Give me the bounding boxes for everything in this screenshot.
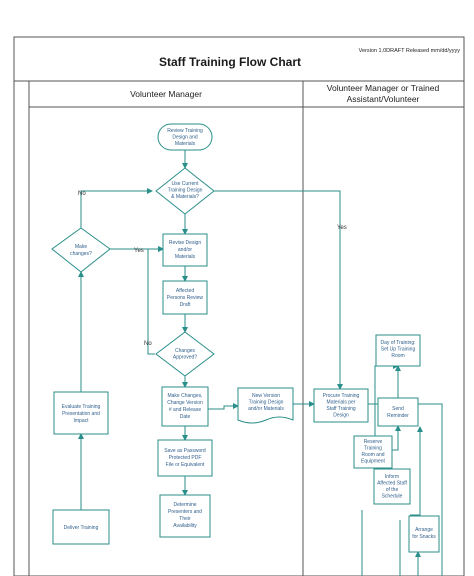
chart-title: Staff Training Flow Chart [159,55,301,69]
edge-label-yes-left: Yes [134,248,144,254]
edge-label-yes-right: Yes [337,225,347,231]
edge-makechanges-no-to-decision [80,188,153,230]
node-deliver-training: Deliver Training [52,509,110,545]
node-make-changes-version: Make Changes,Change Version# and Release… [161,386,209,427]
svg-text:Deliver Training: Deliver Training [64,525,99,531]
svg-text:Make Changes,Change Version# a: Make Changes,Change Version# and Release… [167,393,203,420]
version-text: Version 1.0DRAFT Released mm/dd/yyyy [359,48,461,54]
lane-title-assistant-line1: Volunteer Manager or Trained [327,83,440,93]
edge-reserve-to-reminder [392,425,401,451]
edge-makechanges-to-newversion [208,403,239,410]
edge-inform-right [410,426,423,516]
edge-label-no-upper: No [78,191,86,197]
edge-decision-yes-to-procure [214,190,343,390]
lane-title-volunteer-manager: Volunteer Manager [130,89,202,99]
lane-title-assistant-line2: Assistant/Volunteer [347,94,420,104]
connectors [78,150,443,576]
edge-approved-no-to-revise [147,246,164,355]
page-frame [13,36,465,576]
edge-label-no-lower: No [144,341,152,347]
